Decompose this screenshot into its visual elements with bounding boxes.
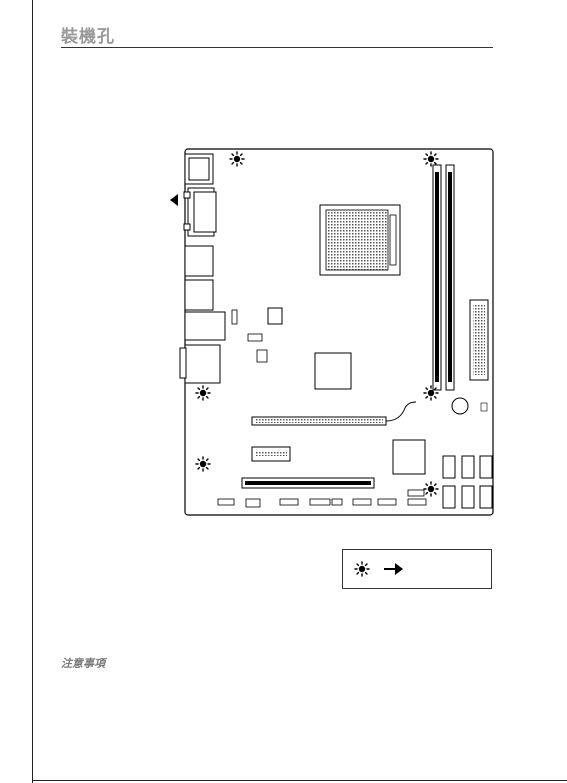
legend-box bbox=[342, 549, 492, 589]
southbridge-chip bbox=[393, 440, 425, 474]
cpu-socket bbox=[320, 205, 400, 275]
mounting-hole-icon bbox=[355, 562, 369, 576]
arrow-left-icon bbox=[170, 194, 178, 206]
mounting-hole-icon bbox=[424, 152, 438, 166]
title-divider bbox=[61, 47, 493, 48]
motherboard-diagram bbox=[160, 140, 500, 530]
mounting-hole-icon bbox=[424, 482, 438, 496]
pcie-x1-slot bbox=[252, 447, 290, 461]
page-border-left bbox=[32, 0, 33, 783]
mounting-hole-icon bbox=[196, 457, 210, 471]
mounting-hole-icon bbox=[424, 386, 438, 400]
cpu-power-connector bbox=[268, 308, 282, 324]
arrow-right-icon bbox=[384, 563, 403, 575]
northbridge-chip bbox=[315, 353, 351, 389]
pci-slot bbox=[242, 478, 374, 488]
page-border-bottom bbox=[32, 780, 567, 781]
note-heading: 注意事項 bbox=[61, 655, 105, 671]
page-title: 裝機孔 bbox=[61, 22, 115, 47]
cmos-battery bbox=[452, 398, 468, 414]
atx-power-connector bbox=[470, 300, 488, 380]
mounting-hole-icon bbox=[196, 386, 210, 400]
mounting-hole-icon bbox=[230, 152, 244, 166]
